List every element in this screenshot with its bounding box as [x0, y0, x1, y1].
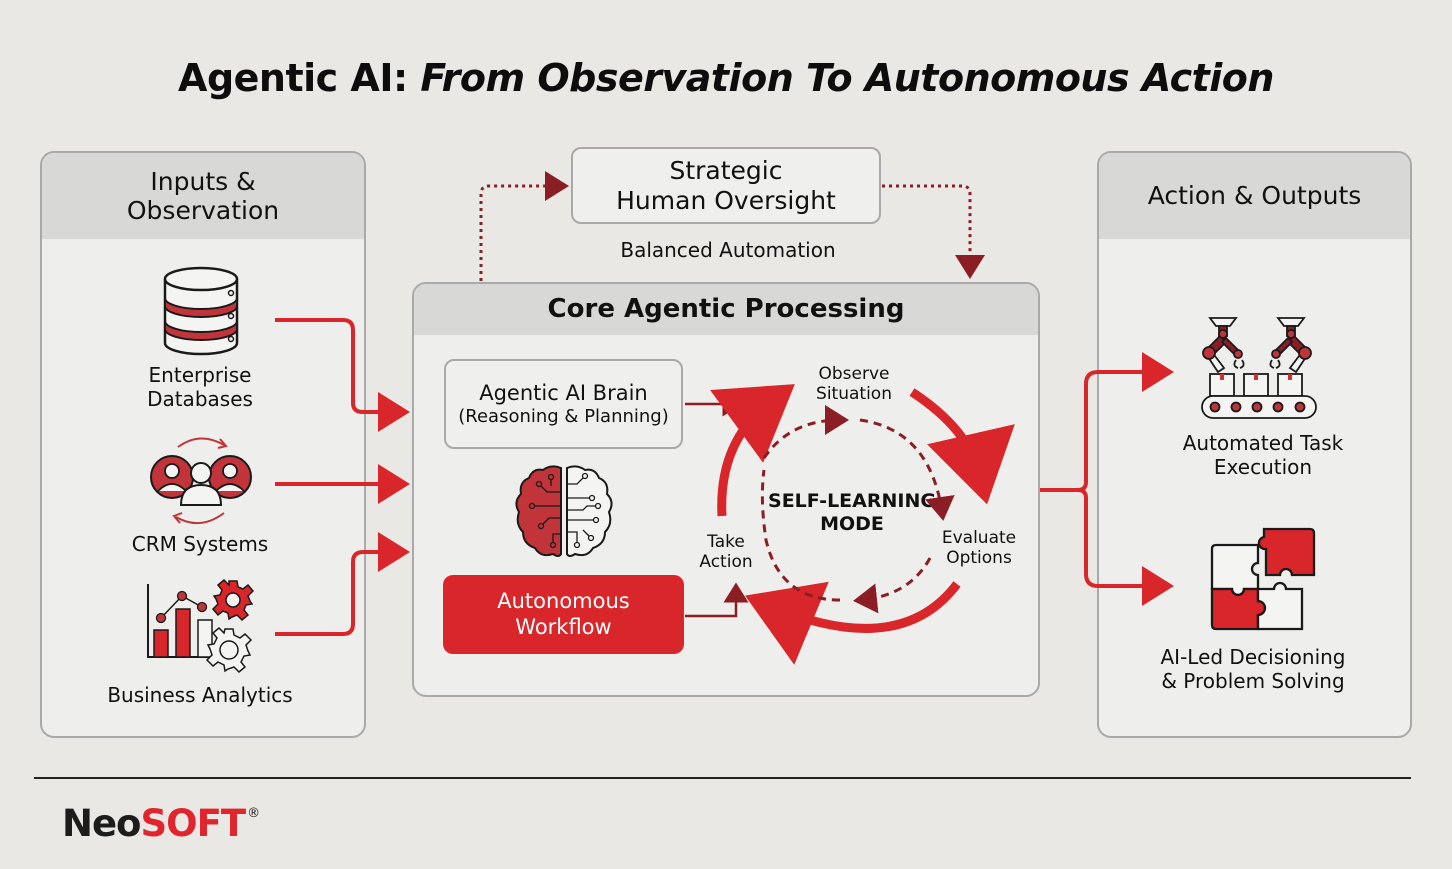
- label-line: & Problem Solving: [1161, 668, 1345, 693]
- enterprise-databases-label: Enterprise Databases: [100, 363, 300, 411]
- brain-box-line1: Agentic AI Brain: [479, 381, 648, 405]
- agentic-ai-brain-box: Agentic AI Brain (Reasoning & Planning): [444, 359, 683, 449]
- evaluate-options-label: Evaluate Options: [924, 528, 1034, 568]
- neosoft-logo: NeoSOFT®: [62, 802, 260, 845]
- label-line: Take: [707, 532, 745, 552]
- label-line: Databases: [147, 386, 253, 411]
- label-line: Business Analytics: [107, 683, 293, 707]
- arrow-to-automated-task: [1084, 352, 1174, 482]
- analytics-gears-icon: [147, 578, 255, 674]
- puzzle-icon: [1210, 527, 1316, 631]
- cycle-arrow-observe-to-evaluate: [909, 388, 1015, 505]
- label-line: Observe: [818, 364, 890, 384]
- label-line: Options: [946, 548, 1012, 569]
- autonomous-workflow-button[interactable]: Autonomous Workflow: [443, 575, 684, 654]
- crm-systems-label: CRM Systems: [100, 532, 300, 557]
- inner-dashed-arrow-top: [762, 405, 849, 459]
- outputs-panel-heading: Action & Outputs: [1099, 153, 1410, 239]
- label-line: Evaluate: [941, 528, 1017, 548]
- label-line: SELF-LEARNING: [768, 490, 936, 512]
- heading-text: Action & Outputs: [1147, 181, 1362, 211]
- arrow-workflow-to-action: [685, 582, 749, 618]
- label-line: CRM Systems: [131, 532, 269, 556]
- caption-text: Balanced Automation: [620, 238, 836, 262]
- title-italic: From Observation To Autonomous Action: [420, 56, 1274, 100]
- label-line: Enterprise: [148, 363, 252, 387]
- brain-box-line2: (Reasoning & Planning): [458, 405, 669, 427]
- title-regular: Agentic AI:: [178, 56, 421, 100]
- inputs-heading-line2: Observation: [126, 196, 280, 225]
- inner-dashed-arrow-left: [760, 469, 841, 602]
- crm-people-icon: [150, 437, 252, 524]
- automated-task-execution-label: Automated Task Execution: [1153, 431, 1373, 479]
- robotic-arms-conveyor-icon: [1201, 317, 1317, 419]
- logo-soft: SOFT: [140, 802, 246, 845]
- balanced-automation-label: Balanced Automation: [578, 238, 878, 263]
- workflow-line1: Autonomous: [497, 589, 630, 614]
- inputs-panel-heading: Inputs & Observation: [42, 153, 364, 239]
- label-line: MODE: [820, 513, 884, 536]
- database-icon: [163, 266, 239, 356]
- brain-circuit-icon: [515, 465, 613, 557]
- page-title: Agentic AI: From Observation To Autonomo…: [0, 56, 1452, 100]
- oversight-line2: Human Oversight: [616, 185, 836, 215]
- core-panel-heading: Core Agentic Processing: [414, 284, 1038, 335]
- cycle-arrow-action-to-observe: [710, 384, 795, 517]
- label-line: Execution: [1213, 454, 1313, 479]
- dotted-arrow-from-oversight: [882, 184, 985, 279]
- arrow-databases-to-core: [275, 318, 410, 432]
- observe-situation-label: Observe Situation: [794, 364, 914, 404]
- label-line: Automated Task: [1182, 431, 1344, 455]
- dotted-arrow-to-oversight: [479, 171, 569, 281]
- arrow-analytics-to-core: [275, 532, 410, 636]
- logo-neo: Neo: [62, 802, 141, 845]
- heading-text: Core Agentic Processing: [547, 294, 905, 325]
- arrow-to-ai-decisioning: [1077, 488, 1174, 606]
- workflow-line2: Workflow: [515, 614, 612, 639]
- footer-divider: [34, 777, 1411, 779]
- registered-mark: ®: [247, 806, 260, 821]
- inner-dashed-arrow-bottom: [853, 557, 932, 614]
- label-line: AI-Led Decisioning: [1160, 645, 1346, 669]
- self-learning-mode-label: SELF-LEARNING MODE: [757, 490, 947, 536]
- take-action-label: Take Action: [686, 532, 766, 572]
- oversight-line1: Strategic: [669, 156, 783, 185]
- inputs-heading-line1: Inputs &: [150, 166, 256, 196]
- label-line: Action: [699, 552, 753, 573]
- action-outputs-panel: Action & Outputs: [1097, 151, 1412, 738]
- ai-led-decisioning-label: AI-Led Decisioning & Problem Solving: [1133, 645, 1373, 693]
- inner-dashed-arrow-right: [859, 418, 955, 521]
- cycle-arrow-evaluate-to-action: [745, 581, 961, 665]
- label-line: Situation: [816, 384, 892, 405]
- strategic-human-oversight-box: Strategic Human Oversight: [571, 147, 881, 224]
- business-analytics-label: Business Analytics: [80, 683, 320, 708]
